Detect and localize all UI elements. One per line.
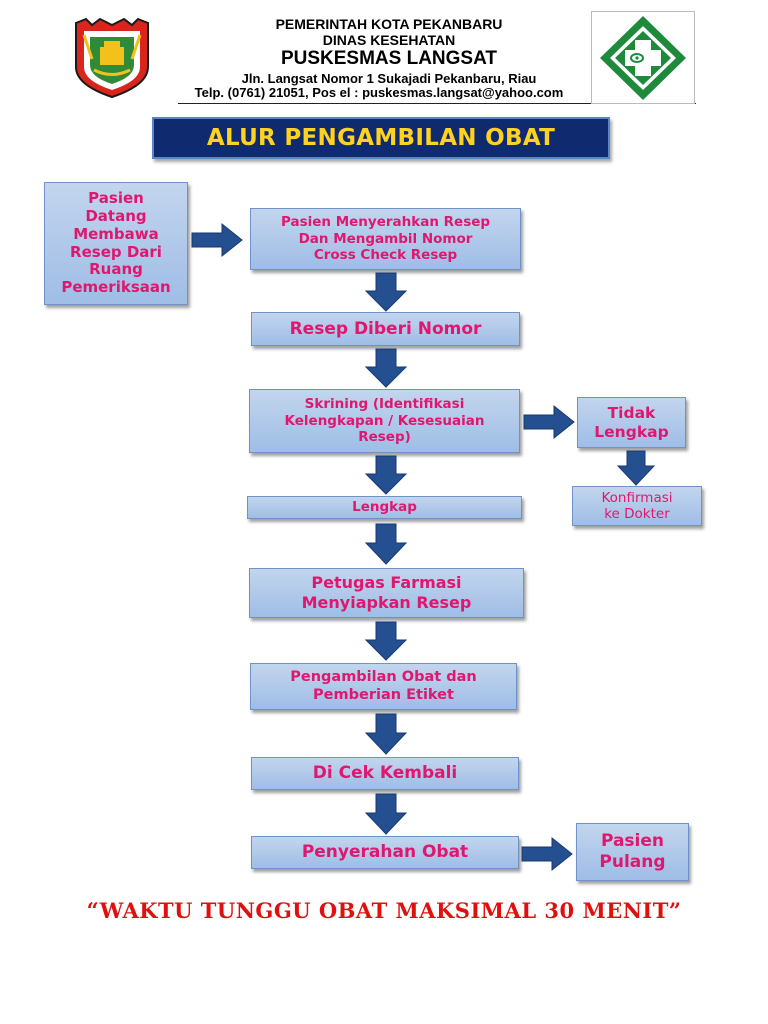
step-incomplete: Tidak Lengkap <box>577 397 686 448</box>
step-complete: Lengkap <box>247 496 522 519</box>
arrow-down-7 <box>364 793 408 835</box>
header-line-3: PUSKESMAS LANGSAT <box>280 48 498 69</box>
arrow-down-side <box>616 450 656 486</box>
arrow-down-1 <box>364 272 408 312</box>
arrow-down-6 <box>364 713 408 755</box>
step-prescription-numbered: Resep Diberi Nomor <box>251 312 520 346</box>
step-screening: Skrining (Identifikasi Kelengkapan / Kes… <box>249 389 520 453</box>
arrow-right-1 <box>191 222 243 258</box>
step-pharmacist-prepares: Petugas Farmasi Menyiapkan Resep <box>249 568 524 618</box>
step-end-patient-goes-home: Pasien Pulang <box>576 823 689 881</box>
step-submit-prescription: Pasien Menyerahkan Resep Dan Mengambil N… <box>250 208 521 270</box>
header-line-1: PEMERINTAH KOTA PEKANBARU <box>275 16 503 32</box>
arrow-down-3 <box>364 455 408 495</box>
city-coat-of-arms-icon <box>70 15 154 99</box>
waiting-time-note: “WAKTU TUNGGU OBAT MAKSIMAL 30 MENIT” <box>86 898 682 923</box>
page-title: ALUR PENGAMBILAN OBAT <box>152 117 610 159</box>
step-start-patient-arrives: Pasien Datang Membawa Resep Dari Ruang P… <box>44 182 188 305</box>
step-confirm-doctor: Konfirmasi ke Dokter <box>572 486 702 526</box>
step-take-medicine-label: Pengambilan Obat dan Pemberian Etiket <box>250 663 517 710</box>
arrow-down-5 <box>364 621 408 661</box>
step-recheck: Di Cek Kembali <box>251 757 519 790</box>
arrow-right-3 <box>521 836 573 872</box>
header-divider <box>178 103 696 104</box>
puskesmas-logo-icon <box>597 13 689 103</box>
header-line-2: DINAS KESEHATAN <box>322 32 456 48</box>
arrow-down-4 <box>364 523 408 565</box>
arrow-down-2 <box>364 348 408 388</box>
puskesmas-logo-frame <box>591 11 695 104</box>
header-contact: Telp. (0761) 21051, Pos el : puskesmas.l… <box>194 85 564 100</box>
arrow-right-2 <box>523 404 575 440</box>
header-address: Jln. Langsat Nomor 1 Sukajadi Pekanbaru,… <box>241 71 537 86</box>
step-handover: Penyerahan Obat <box>251 836 519 869</box>
